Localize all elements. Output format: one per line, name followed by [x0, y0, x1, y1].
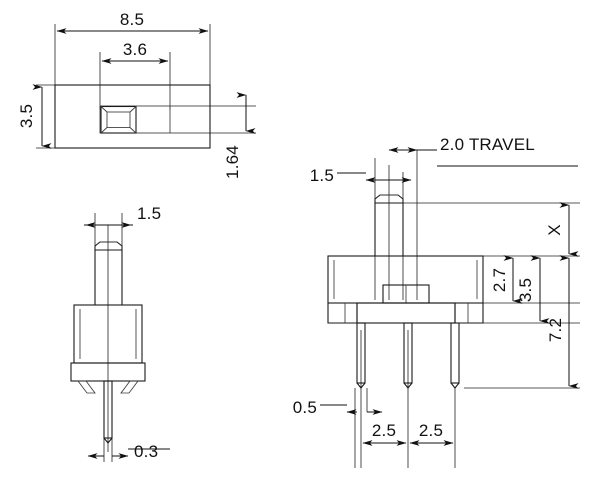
- dim-1-5-side-label: 1.5: [137, 204, 161, 223]
- dim-3-6-label: 3.6: [123, 40, 147, 59]
- dim-8-5: 8.5: [56, 10, 209, 34]
- dim-2-5-left: 2.5: [362, 421, 407, 446]
- side-view: 1.5 0.3: [70, 204, 170, 462]
- top-view: 8.5 3.6 3.5 1.64: [17, 10, 256, 179]
- dim-1-64-label: 1.64: [223, 145, 242, 179]
- top-view-actuator-hole: [100, 105, 137, 134]
- dim-3-5-front: 3.5: [516, 255, 550, 324]
- dim-3-5-top: 3.5: [17, 84, 52, 149]
- pin-middle: [403, 322, 413, 389]
- top-view-slot: [99, 105, 171, 134]
- dim-3-5-top-label: 3.5: [17, 104, 36, 128]
- dim-1-5-front-label: 1.5: [310, 166, 334, 185]
- front-view: 2.0 TRAVEL 1.5 X 2.7: [293, 135, 580, 468]
- dim-0-3: 0.3: [87, 442, 170, 461]
- dim-2-7: 2.7: [490, 255, 523, 304]
- side-view-extension-lines: [94, 213, 123, 462]
- dim-X: X: [545, 202, 579, 257]
- side-view-actuator: [94, 241, 123, 305]
- front-view-body: [327, 255, 484, 324]
- dim-2-5-right: 2.5: [409, 421, 454, 446]
- dim-7-2-label: 7.2: [546, 318, 565, 342]
- dim-3-6: 3.6: [101, 40, 169, 64]
- dim-8-5-label: 8.5: [120, 10, 144, 29]
- side-view-lead: [103, 380, 113, 444]
- dim-0-3-label: 0.3: [134, 442, 158, 461]
- dim-2-0-travel: 2.0 TRAVEL: [388, 135, 578, 167]
- dim-2-7-label: 2.7: [490, 268, 509, 292]
- dim-0-5: 0.5: [293, 398, 383, 417]
- pin-left: [356, 322, 366, 389]
- dim-1-5-front: 1.5: [310, 166, 412, 185]
- top-view-body-outline: [54, 84, 211, 149]
- dim-2-5-right-label: 2.5: [419, 421, 443, 440]
- front-view-actuator: [374, 194, 404, 256]
- front-view-pins: [356, 322, 460, 389]
- dim-2-0-travel-label: 2.0 TRAVEL: [440, 135, 535, 154]
- dim-2-5-left-label: 2.5: [372, 421, 396, 440]
- dim-7-2: 7.2: [546, 255, 579, 389]
- dim-X-label: X: [545, 224, 564, 236]
- dim-1-64: 1.64: [223, 92, 256, 179]
- dim-3-5-front-label: 3.5: [516, 278, 535, 302]
- dim-0-5-label: 0.5: [293, 398, 317, 417]
- dim-1-5-side: 1.5: [84, 204, 161, 228]
- pin-right: [450, 322, 460, 389]
